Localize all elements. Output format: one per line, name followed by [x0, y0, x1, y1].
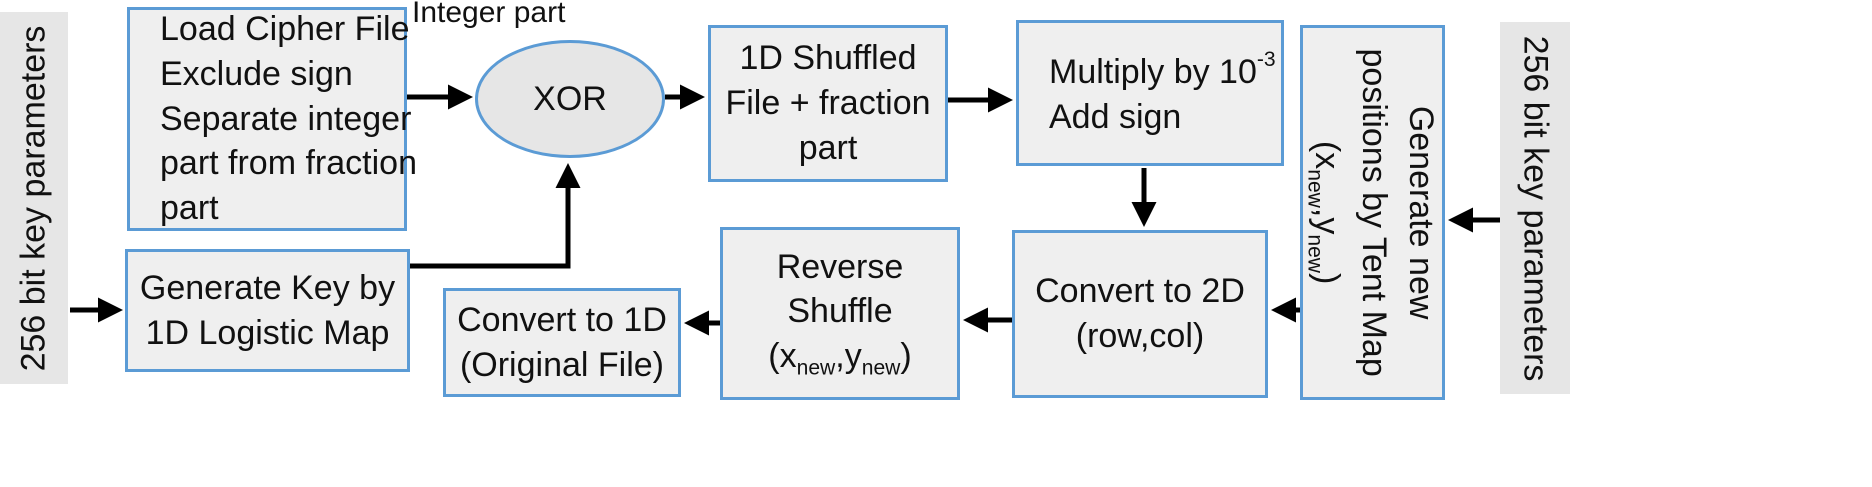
convert-2d-line: (row,col)	[1075, 317, 1205, 355]
shuffled-file-box: 1D Shuffled File + fraction part	[708, 25, 948, 182]
convert-2d-line: Convert to 2D	[1035, 272, 1245, 311]
reverse-box-line: Shuffle	[787, 292, 893, 331]
convert-2d-box: Convert to 2D (row,col)	[1012, 230, 1268, 398]
multiply-exponent: -3	[1256, 48, 1276, 72]
generate-key-box: Generate Key by 1D Logistic Map	[125, 249, 410, 372]
convert-1d-line: (Original File)	[459, 345, 665, 384]
convert-1d-box: Convert to 1D (Original File)	[443, 288, 681, 397]
coord-open: (x	[768, 337, 797, 376]
xor-label: XOR	[533, 79, 607, 118]
reverse-box-line: Reverse	[776, 247, 904, 286]
integer-part-label: Integer part	[412, 0, 566, 29]
shuffled-box-line: File + fraction	[725, 84, 931, 123]
xor-node: XOR	[475, 40, 665, 158]
load-cipher-file-box: Load Cipher File Exclude sign Separate i…	[127, 7, 417, 231]
load-box-line: Separate integer	[160, 99, 412, 138]
tent-map-box: Generate new positions by Tent Map (xnew…	[1300, 25, 1445, 400]
shuffled-box-line: part	[798, 128, 858, 167]
generate-key-line: Generate Key by	[139, 268, 396, 307]
load-box-line: Exclude sign	[160, 54, 353, 93]
load-box-line: part	[160, 189, 219, 228]
load-box-line: Load Cipher File	[160, 9, 410, 48]
multiply-line: Multiply by 10-3	[1049, 46, 1276, 95]
multiply-text: Multiply by 10	[1049, 53, 1257, 92]
convert-1d-line: Convert to 1D	[457, 300, 667, 339]
arrow-generate-to-xor	[410, 163, 581, 269]
coord-sub: new	[861, 356, 901, 380]
left-key-parameters-label: 256 bit key parameters	[0, 12, 68, 384]
coord-sub: new	[796, 356, 836, 380]
multiply-box: Multiply by 10-3 Add sign	[1016, 20, 1284, 166]
add-sign-line: Add sign	[1049, 97, 1182, 136]
right-key-parameters-label: 256 bit key parameters	[1500, 22, 1570, 394]
coord-sep: ,y	[835, 337, 862, 376]
shuffled-box-line: 1D Shuffled	[739, 39, 917, 78]
load-box-line: part from fraction	[160, 144, 417, 183]
reverse-box-coords: (xnew,ynew)	[768, 334, 911, 382]
coord-close: )	[900, 337, 912, 376]
reverse-shuffle-box: Reverse Shuffle (xnew,ynew)	[720, 227, 960, 400]
generate-key-line: 1D Logistic Map	[145, 313, 390, 352]
